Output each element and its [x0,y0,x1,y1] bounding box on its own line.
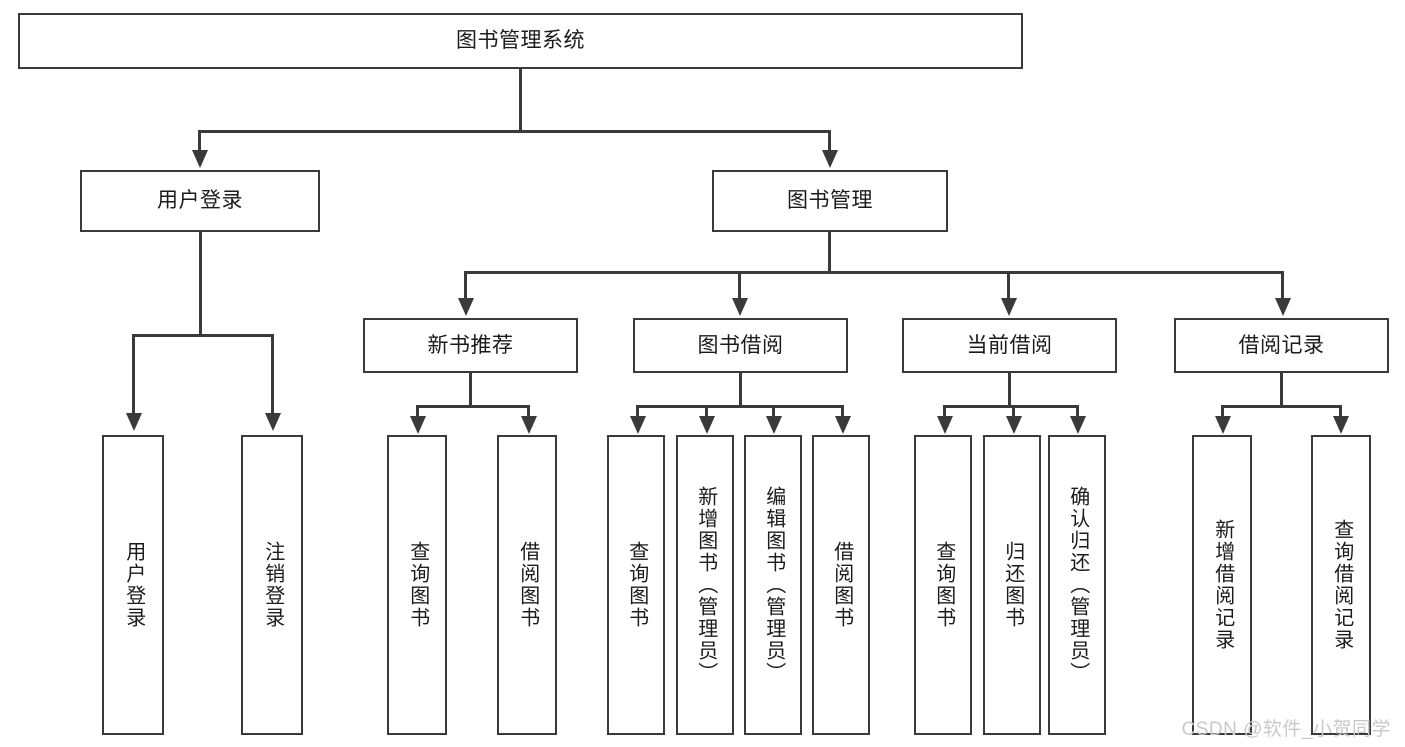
arrow-new-book-to-leaf1 [409,416,426,434]
leaf-bookborrow-query-book[interactable]: 查询图书 [607,435,665,735]
edge-new-book-to-leaf2 [527,405,530,419]
leaf-currentborrow-query-book[interactable]: 查询图书 [914,435,972,735]
node-label: 当前借阅 [966,333,1053,357]
leaf-currentborrow-return-book[interactable]: 归还图书 [983,435,1041,735]
leaf-newbook-query-book[interactable]: 查询图书 [387,435,447,735]
arrow-book-borrow-to-leaf3 [765,416,782,434]
leaf-bookborrow-add-book[interactable]: 新增图书（管理员） [676,435,734,735]
node-label: 借阅图书 [830,541,853,629]
node-label: 新增图书（管理员） [694,486,717,684]
arrow-book-borrow-to-leaf4 [834,416,851,434]
node-label: 新增借阅记录 [1211,519,1234,651]
edge-new-book-split-bar [416,405,530,408]
edge-borrow-record-split-bar [1221,405,1342,408]
arrow-book-mgmt-to-new-book [457,298,474,316]
edge-borrow-record-stem [1280,373,1283,405]
edge-book-borrow-to-leaf4 [841,405,844,419]
arrow-book-mgmt-to-current-borrow [1000,298,1017,316]
leaf-currentborrow-confirm-return[interactable]: 确认归还（管理员） [1048,435,1106,735]
edge-current-borrow-split-bar [943,405,1079,408]
edge-current-borrow-to-leaf1 [943,405,946,419]
edge-book-mgmt-to-current-borrow [1007,271,1010,300]
arrow-current-borrow-to-leaf3 [1069,416,1086,434]
edge-user-login-split-bar [133,334,273,337]
edge-current-borrow-to-leaf3 [1076,405,1079,419]
leaf-borrowrecord-add-record[interactable]: 新增借阅记录 [1192,435,1252,735]
edge-borrow-record-to-leaf1 [1221,405,1224,419]
node-label: 查询图书 [625,541,648,629]
leaf-logout[interactable]: 注销登录 [241,435,303,735]
node-label: 用户登录 [122,541,145,629]
arrow-borrow-record-to-leaf2 [1332,416,1349,434]
node-book-management[interactable]: 图书管理 [712,170,948,232]
edge-user-login-stem [198,232,202,334]
node-current-borrow[interactable]: 当前借阅 [902,318,1117,373]
edge-book-mgmt-to-book-borrow [738,271,741,300]
node-borrow-record[interactable]: 借阅记录 [1174,318,1389,373]
node-label: 归还图书 [1001,541,1024,629]
arrow-new-book-to-leaf2 [520,416,537,434]
edge-current-borrow-stem [1008,373,1011,405]
edge-book-mgmt-split-bar [464,271,1284,274]
node-label: 图书管理系统 [456,29,585,53]
arrow-book-borrow-to-leaf1 [629,416,646,434]
arrow-current-borrow-to-leaf2 [1005,416,1022,434]
edge-book-borrow-to-leaf1 [636,405,639,419]
node-label: 确认归还（管理员） [1066,486,1089,684]
arrow-user-login-to-leaf1 [125,413,142,431]
edge-book-borrow-stem [739,373,742,405]
arrow-root-to-user-login [191,150,208,168]
edge-root-to-user-login [198,130,201,152]
arrow-current-borrow-to-leaf1 [936,416,953,434]
node-label: 编辑图书（管理员） [762,486,785,684]
edge-book-mgmt-stem [828,232,831,271]
node-label: 注销登录 [261,541,284,629]
node-label: 查询借阅记录 [1330,519,1353,651]
node-label: 查询图书 [932,541,955,629]
arrow-root-to-book-mgmt [821,150,838,168]
edge-user-login-to-leaf2 [271,334,274,415]
leaf-user-login[interactable]: 用户登录 [102,435,164,735]
arrow-book-mgmt-to-borrow-record [1274,298,1291,316]
node-label: 新书推荐 [427,333,514,357]
edge-root-stem-vertical [519,69,522,130]
node-label: 用户登录 [157,189,243,213]
node-label: 查询图书 [406,541,429,629]
edge-book-mgmt-to-borrow-record [1281,271,1284,300]
node-book-borrow[interactable]: 图书借阅 [633,318,848,373]
arrow-book-mgmt-to-book-borrow [731,298,748,316]
edge-book-mgmt-to-new-book [464,271,467,300]
node-label: 借阅图书 [516,541,539,629]
node-new-book-recommend[interactable]: 新书推荐 [363,318,578,373]
node-label: 借阅记录 [1238,333,1325,357]
edge-book-borrow-to-leaf3 [772,405,775,419]
node-root-system[interactable]: 图书管理系统 [18,13,1023,69]
edge-root-to-book-mgmt [828,130,831,152]
leaf-newbook-borrow-book[interactable]: 借阅图书 [497,435,557,735]
node-label: 图书管理 [787,189,873,213]
arrow-book-borrow-to-leaf2 [698,416,715,434]
leaf-bookborrow-edit-book[interactable]: 编辑图书（管理员） [744,435,802,735]
edge-book-borrow-split-bar [636,405,844,408]
edge-current-borrow-to-leaf2 [1012,405,1015,419]
edge-root-split-bar [198,130,830,133]
arrow-user-login-to-leaf2 [264,413,281,431]
edge-borrow-record-to-leaf2 [1339,405,1342,419]
arrow-borrow-record-to-leaf1 [1214,416,1231,434]
node-label: 图书借阅 [697,333,784,357]
edge-user-login-to-leaf1 [132,334,135,415]
edge-book-borrow-to-leaf2 [705,405,708,419]
edge-new-book-stem [469,373,472,405]
leaf-bookborrow-borrow-book[interactable]: 借阅图书 [812,435,870,735]
node-user-login[interactable]: 用户登录 [80,170,320,232]
leaf-borrowrecord-query-record[interactable]: 查询借阅记录 [1311,435,1371,735]
edge-new-book-to-leaf1 [416,405,419,419]
